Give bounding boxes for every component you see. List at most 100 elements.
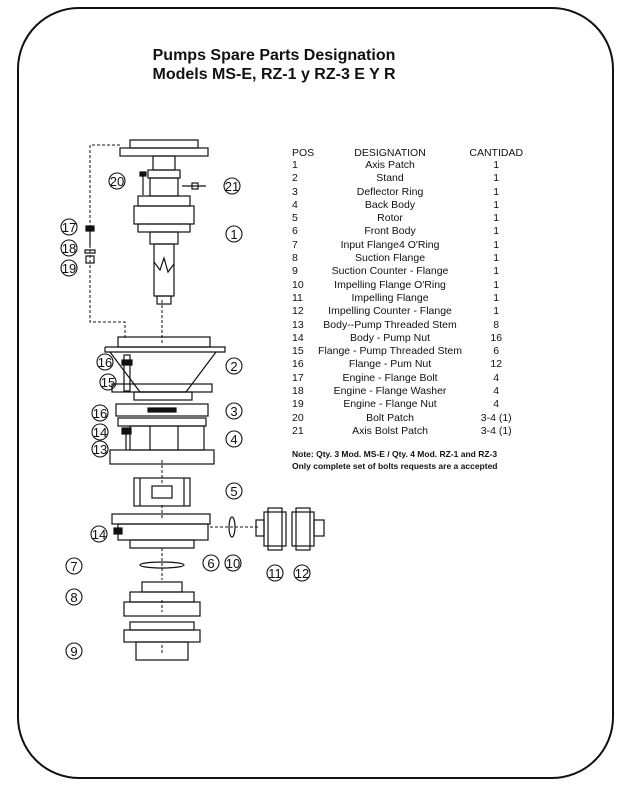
row-designation: Suction Flange bbox=[355, 252, 426, 265]
row-quantity: 1 bbox=[493, 172, 500, 185]
row-designation: Engine - Flange Nut bbox=[343, 398, 437, 411]
table-row: 16 Flange - Pum Nut 12 bbox=[288, 358, 528, 371]
table-row: 10 Impelling Flange O'Ring 1 bbox=[288, 279, 528, 292]
callout-6: 6 bbox=[207, 556, 214, 571]
part-impelling-counter-flange bbox=[291, 507, 325, 551]
row-pos: 5 bbox=[292, 212, 298, 225]
part-impelling-flange bbox=[255, 507, 287, 551]
row-quantity: 4 bbox=[493, 371, 500, 384]
row-quantity: 1 bbox=[493, 159, 500, 171]
callout-16a: 16 bbox=[98, 355, 112, 370]
callout-21: 21 bbox=[225, 179, 239, 194]
row-pos: 3 bbox=[292, 185, 298, 198]
row-pos: 1 bbox=[292, 159, 298, 171]
row-quantity: 3-4 (1) bbox=[480, 411, 512, 424]
row-pos: 12 bbox=[292, 305, 304, 318]
parts-table-header: POS DESIGNATION CANTIDAD bbox=[288, 146, 528, 159]
row-designation: Engine - Flange Bolt bbox=[342, 371, 438, 384]
row-designation: Suction Counter - Flange bbox=[331, 265, 449, 278]
row-designation: Input Flange4 O'Ring bbox=[340, 238, 440, 251]
part-suction-counter-flange bbox=[123, 621, 201, 661]
callout-8: 8 bbox=[70, 590, 77, 605]
table-row: 9 Suction Counter - Flange 1 bbox=[288, 265, 528, 278]
row-quantity: 4 bbox=[493, 385, 500, 398]
row-pos: 14 bbox=[292, 331, 304, 344]
row-designation: Impelling Flange O'Ring bbox=[334, 278, 446, 291]
callout-14a: 14 bbox=[93, 425, 107, 440]
row-pos: 16 bbox=[292, 358, 304, 371]
row-designation: Flange - Pum Nut bbox=[348, 358, 432, 371]
note-line-2: Only complete set of bolts requests are … bbox=[292, 461, 498, 471]
header-designation: DESIGNATION bbox=[354, 146, 426, 159]
row-quantity: 12 bbox=[490, 358, 503, 371]
table-row: 20 Bolt Patch 3-4 (1) bbox=[288, 412, 528, 425]
table-row: 1 Axis Patch 1 bbox=[288, 159, 528, 172]
callout-1: 1 bbox=[230, 227, 237, 242]
table-row: 13 Body--Pump Threaded Stem 8 bbox=[288, 319, 528, 332]
part-input-flange-oring bbox=[139, 561, 185, 569]
row-quantity: 1 bbox=[493, 278, 500, 291]
row-designation: Axis Patch bbox=[365, 159, 415, 171]
callout-circles bbox=[60, 172, 311, 660]
header-quantity: CANTIDAD bbox=[469, 146, 524, 159]
part-front-body bbox=[111, 513, 211, 549]
row-designation: Engine - Flange Washer bbox=[333, 385, 447, 398]
callout-15: 15 bbox=[101, 375, 115, 390]
table-row: 19 Engine - Flange Nut 4 bbox=[288, 398, 528, 411]
row-quantity: 1 bbox=[493, 265, 500, 278]
part-suction-flange bbox=[123, 581, 201, 617]
row-designation: Impelling Counter - Flange bbox=[328, 305, 452, 318]
row-designation: Deflector Ring bbox=[356, 185, 424, 198]
row-pos: 8 bbox=[292, 252, 298, 265]
row-pos: 13 bbox=[292, 318, 304, 331]
row-pos: 18 bbox=[292, 385, 304, 398]
part-impelling-flange-oring bbox=[228, 516, 236, 538]
row-quantity: 8 bbox=[493, 318, 500, 331]
rounded-border-frame bbox=[17, 7, 614, 779]
row-designation: Front Body bbox=[364, 225, 416, 238]
row-pos: 19 bbox=[292, 398, 304, 411]
callout-18: 18 bbox=[62, 241, 76, 256]
callout-10: 10 bbox=[226, 556, 240, 571]
row-pos: 2 bbox=[292, 172, 298, 185]
part-rotor bbox=[133, 477, 191, 507]
callout-11: 11 bbox=[268, 566, 282, 581]
row-designation: Bolt Patch bbox=[366, 411, 414, 424]
row-quantity: 3-4 (1) bbox=[480, 424, 512, 437]
row-quantity: 1 bbox=[493, 212, 500, 225]
row-designation: Stand bbox=[376, 172, 404, 185]
row-pos: 15 bbox=[292, 345, 304, 358]
table-row: 18 Engine - Flange Washer 4 bbox=[288, 385, 528, 398]
row-quantity: 1 bbox=[493, 252, 500, 265]
row-pos: 7 bbox=[292, 238, 298, 251]
row-quantity: 1 bbox=[493, 198, 500, 211]
row-pos: 11 bbox=[292, 291, 303, 304]
callout-13: 13 bbox=[93, 442, 107, 457]
callout-17: 17 bbox=[62, 220, 76, 235]
row-pos: 9 bbox=[292, 265, 298, 278]
callout-16b: 16 bbox=[93, 406, 107, 421]
row-designation: Flange - Pump Threaded Stem bbox=[318, 345, 462, 358]
row-pos: 10 bbox=[292, 278, 304, 291]
row-designation: Impelling Flange bbox=[351, 291, 429, 304]
note-line-1: Note: Qty. 3 Mod. MS-E / Qty. 4 Mod. RZ-… bbox=[292, 449, 498, 459]
row-quantity: 4 bbox=[493, 398, 500, 411]
callout-14b: 14 bbox=[92, 527, 106, 542]
callout-labels: 20 21 17 18 19 1 16 15 2 16 3 14 13 4 5 … bbox=[62, 174, 309, 659]
row-quantity: 1 bbox=[493, 185, 500, 198]
row-designation: Body--Pump Threaded Stem bbox=[323, 318, 457, 331]
part-engine-flange-bolt bbox=[84, 225, 96, 264]
row-pos: 21 bbox=[292, 424, 304, 437]
callout-4: 4 bbox=[230, 432, 237, 447]
callout-12: 12 bbox=[295, 566, 309, 581]
row-pos: 20 bbox=[292, 411, 304, 424]
callout-9: 9 bbox=[70, 644, 77, 659]
